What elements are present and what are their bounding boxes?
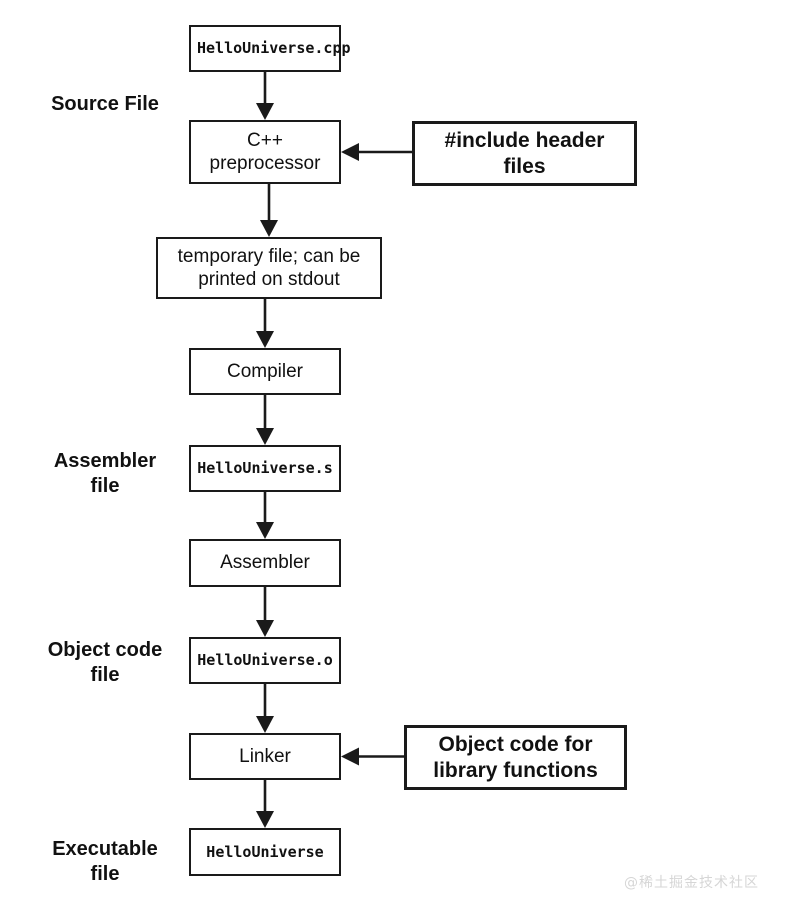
- watermark: @稀土掘金技术社区: [624, 875, 759, 891]
- node-label-executable: HelloUniverse: [206, 842, 324, 861]
- node-preprocessor: C++ preprocessor: [189, 120, 341, 184]
- node-tempfile: temporary file; can be printed on stdout: [156, 237, 382, 299]
- node-executable: HelloUniverse: [189, 828, 341, 876]
- node-assembler: Assembler: [189, 539, 341, 587]
- arrowhead-includes-to-preprocessor: [341, 143, 359, 161]
- node-label-assembler: Assembler: [220, 552, 310, 574]
- stage-label-object-code-file: Object code file: [47, 639, 163, 686]
- node-objfile: HelloUniverse.o: [189, 637, 341, 684]
- node-linker: Linker: [189, 733, 341, 780]
- node-label-source: HelloUniverse.cpp: [197, 39, 351, 58]
- node-source: HelloUniverse.cpp: [189, 25, 351, 72]
- node-libobjects: Object code for library functions: [404, 725, 627, 790]
- node-compiler: Compiler: [189, 348, 341, 395]
- stage-label-source-file: Source File: [51, 93, 159, 115]
- node-label-linker: Linker: [239, 745, 291, 767]
- node-asmfile: HelloUniverse.s: [189, 445, 341, 492]
- node-label-objfile: HelloUniverse.o: [197, 651, 333, 670]
- node-label-asmfile: HelloUniverse.s: [197, 459, 333, 478]
- arrowhead-objfile-to-linker: [256, 716, 274, 733]
- arrowhead-libobjects-to-linker: [341, 747, 359, 766]
- arrowhead-preprocessor-to-tempfile: [260, 220, 278, 237]
- stage-label-executable-file: Executable file: [52, 838, 158, 885]
- node-label-libobjects: Object code for library functions: [433, 732, 598, 782]
- arrowhead-compiler-to-asmfile: [256, 428, 274, 445]
- node-label-compiler: Compiler: [226, 360, 304, 382]
- node-label-preprocessor: C++ preprocessor: [209, 129, 321, 174]
- arrowhead-assembler-to-objfile: [256, 620, 274, 637]
- arrowhead-tempfile-to-compiler: [256, 331, 274, 348]
- arrowhead-asmfile-to-assembler: [256, 522, 274, 539]
- arrowhead-source-to-preprocessor: [256, 103, 274, 120]
- node-label-tempfile: temporary file; can be printed on stdout: [177, 245, 361, 290]
- arrowhead-linker-to-executable: [256, 811, 274, 828]
- node-label-includes: #include header files: [444, 128, 605, 178]
- node-includes: #include header files: [412, 121, 637, 186]
- stage-label-assembler-file: Assembler file: [53, 450, 157, 497]
